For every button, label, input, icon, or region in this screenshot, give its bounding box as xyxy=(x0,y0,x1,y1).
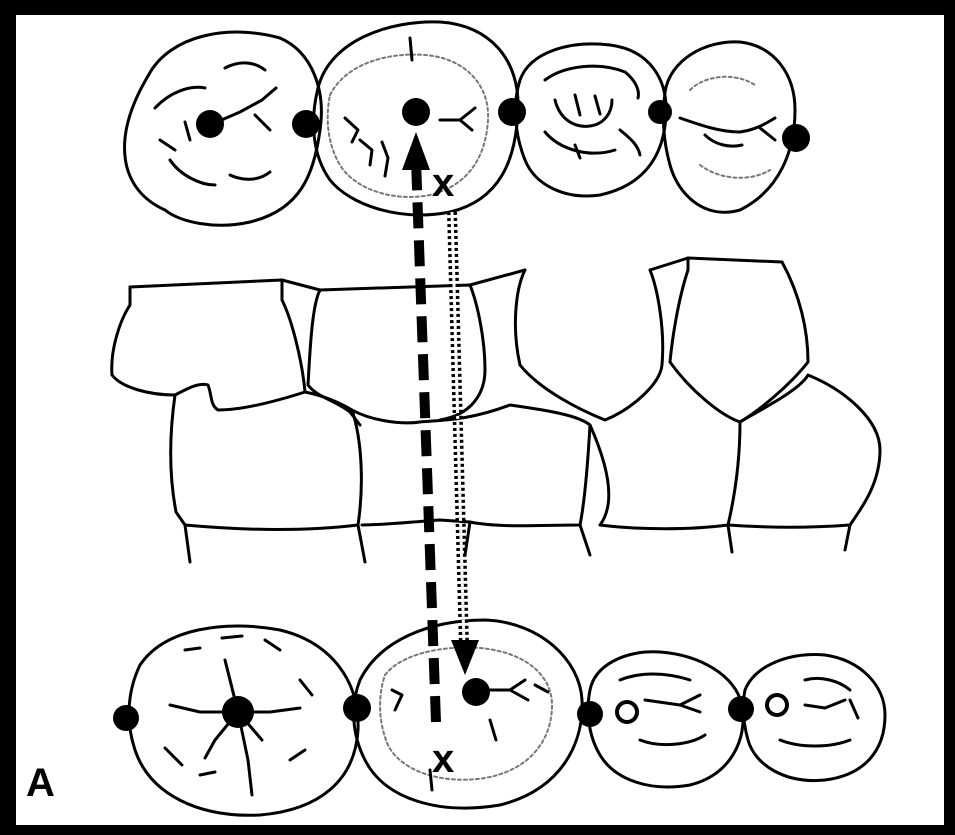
upper-premolar-2-groove xyxy=(620,130,640,155)
lower-contact-points xyxy=(113,678,787,731)
lower-premolar-1-groove xyxy=(535,685,548,692)
lower-molar-groove xyxy=(222,636,242,638)
upper-premolar-1-groove xyxy=(360,140,372,165)
upper-contact-dot xyxy=(402,98,430,126)
upper-premolar-2-groove xyxy=(555,100,612,126)
dental-occlusion-diagram: x x xyxy=(16,15,944,825)
lower-molar-groove xyxy=(265,640,280,650)
lower-premolar-1-groove xyxy=(490,720,496,740)
upper-molar-groove xyxy=(160,140,175,150)
lower-premolar-2-groove xyxy=(680,705,700,712)
upper-premolar-2-groove xyxy=(595,96,600,114)
dashed-arrow-up-head xyxy=(402,132,430,170)
upper-tooth-4-groove xyxy=(705,135,742,146)
lower-buccal-crown xyxy=(590,422,740,529)
upper-buccal-crown xyxy=(670,258,808,422)
lower-crown-root-line xyxy=(580,525,590,555)
lower-buccal-crown xyxy=(171,392,362,530)
upper-crown-root-line xyxy=(470,270,525,285)
upper-crown-root-line xyxy=(688,258,782,262)
upper-x-marker: x xyxy=(432,161,454,205)
lower-crown-root-line xyxy=(185,525,190,562)
lower-tooth-4-groove xyxy=(780,740,850,746)
upper-tooth-4-dotted-outline xyxy=(690,77,755,90)
upper-premolar-1-groove xyxy=(440,108,475,120)
panel-label: A xyxy=(26,763,55,803)
upper-tooth-4-outline xyxy=(663,42,795,212)
lower-buccal-crown xyxy=(352,405,590,526)
lower-crown-root-line xyxy=(728,525,732,552)
buccal-view-teeth xyxy=(112,258,880,562)
upper-arch xyxy=(125,22,795,225)
lower-contact-dot xyxy=(222,696,254,728)
upper-contact-dot xyxy=(196,110,224,138)
upper-molar-groove xyxy=(225,63,265,70)
upper-molar-groove xyxy=(230,172,270,179)
upper-premolar-2-groove xyxy=(545,66,638,98)
lower-premolar-2-groove xyxy=(640,735,705,745)
lower-premolar-2-groove xyxy=(645,695,700,705)
lower-premolar-1-groove xyxy=(490,680,525,690)
upper-crown-root-line xyxy=(282,280,320,290)
upper-contact-dot xyxy=(292,110,320,138)
lower-tooth-4-groove xyxy=(850,700,858,718)
lower-contact-ring xyxy=(767,695,787,715)
lower-crown-root-line xyxy=(358,525,365,562)
upper-tooth-4-groove xyxy=(760,128,775,140)
lower-premolar-2-outline xyxy=(588,652,743,787)
lower-tooth-4-groove xyxy=(805,678,850,690)
lower-premolar-1-groove xyxy=(392,690,402,710)
lower-premolar-1-groove xyxy=(510,690,528,700)
upper-buccal-crown xyxy=(515,270,662,420)
lower-premolar-2-groove xyxy=(620,674,690,680)
upper-tooth-4-dotted-outline xyxy=(700,165,770,178)
upper-premolar-1-groove xyxy=(460,120,472,130)
lower-molar-groove xyxy=(185,648,200,650)
lower-contact-dot xyxy=(113,705,139,731)
upper-molar-groove xyxy=(155,87,205,108)
upper-buccal-crown xyxy=(308,290,360,425)
upper-molar-groove xyxy=(255,115,270,130)
upper-crown-root-line xyxy=(650,258,688,270)
upper-molar-groove xyxy=(170,160,215,185)
lower-molar-groove xyxy=(290,750,305,760)
lower-tooth-4-outline xyxy=(743,655,885,781)
upper-premolar-1-groove xyxy=(345,118,358,142)
lower-contact-dot xyxy=(577,701,603,727)
diagram-panel: x x A xyxy=(16,15,944,825)
lower-contact-dot xyxy=(728,696,754,722)
dotted-arrow-down-head xyxy=(451,640,479,675)
lower-molar-groove xyxy=(300,680,312,695)
upper-premolar-1-groove xyxy=(410,38,412,60)
lower-contact-ring xyxy=(617,702,637,722)
lower-contact-dot xyxy=(343,694,371,722)
lower-molar-groove xyxy=(165,748,182,765)
upper-premolar-1-groove xyxy=(382,142,388,176)
upper-premolar-2-groove xyxy=(575,95,580,115)
lower-contact-dot xyxy=(462,678,490,706)
lower-buccal-crown xyxy=(728,375,880,527)
upper-contact-dot xyxy=(498,98,526,126)
lower-x-marker: x xyxy=(432,737,454,781)
lower-tooth-4-groove xyxy=(805,700,845,708)
upper-molar-groove xyxy=(185,122,190,140)
upper-contact-dot xyxy=(782,124,810,152)
upper-contact-dot xyxy=(648,100,672,124)
upper-buccal-crown xyxy=(112,280,305,410)
dashed-arrow-up xyxy=(416,160,436,722)
lower-crown-root-line xyxy=(845,525,850,550)
upper-crown-root-line xyxy=(130,280,282,287)
upper-premolar-2-groove xyxy=(545,132,615,153)
lower-molar-groove xyxy=(200,772,215,775)
